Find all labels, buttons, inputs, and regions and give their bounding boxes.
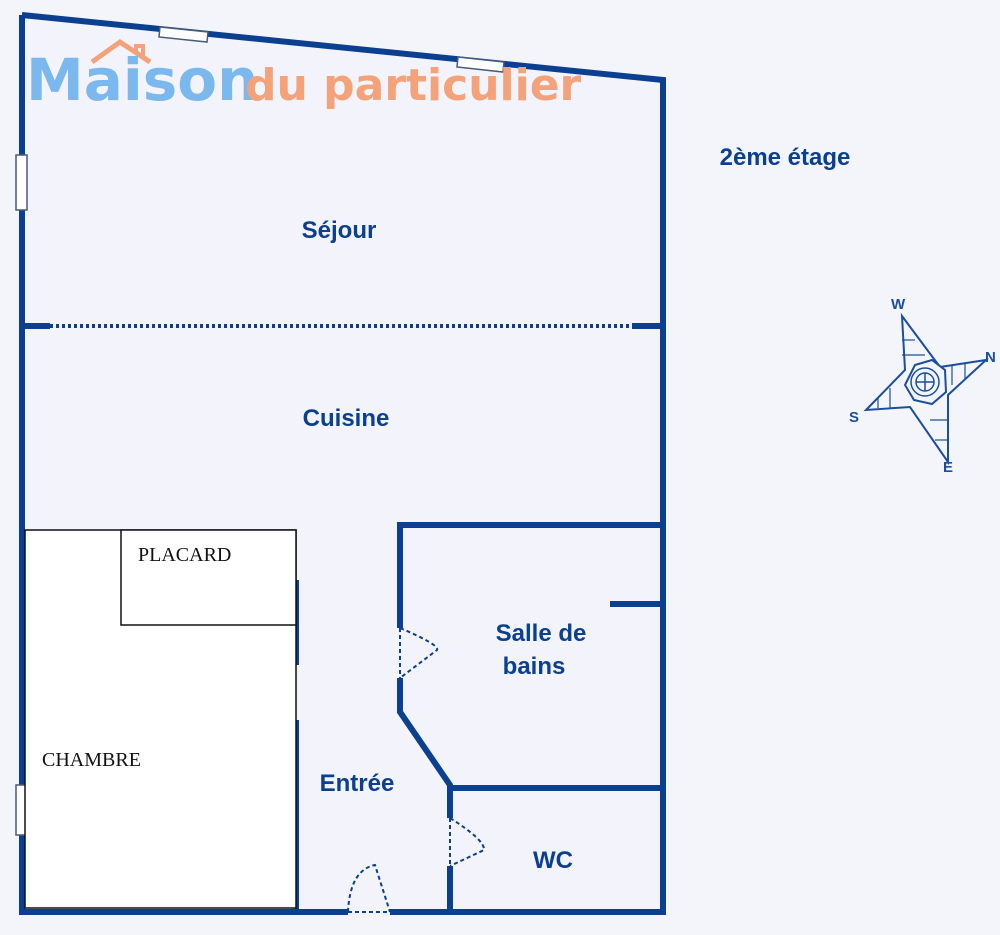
bathroom-diagonal-wall [397, 678, 453, 818]
room-label-wc: WC [533, 847, 573, 874]
compass-n: N [985, 349, 996, 366]
compass-icon [863, 312, 990, 466]
room-label-entree: Entrée [320, 770, 395, 797]
bathroom-wall [397, 522, 663, 628]
logo-du-particulier: du particulier [245, 60, 582, 111]
logo: Maison du particulier [26, 38, 582, 114]
window [456, 56, 505, 73]
placard-room [120, 529, 297, 626]
room-label-salle-de-bains-1: Salle de [496, 620, 587, 647]
compass-hatching [877, 339, 966, 441]
logo-maison: Maison [26, 46, 258, 114]
compass-s: S [849, 409, 859, 426]
logo-house-icon [90, 38, 152, 65]
doors [347, 627, 485, 913]
logo-chimney-icon [134, 44, 145, 56]
bathroom-door [399, 627, 439, 679]
room-label-chambre: CHAMBRE [42, 749, 141, 771]
entrance-door [347, 863, 391, 913]
room-label-sejour: Séjour [302, 217, 377, 244]
window [15, 154, 28, 211]
room-label-placard: PLACARD [138, 544, 231, 566]
room-label-cuisine: Cuisine [303, 405, 390, 432]
windows [15, 26, 505, 836]
compass-labels: W N S E [849, 296, 996, 476]
window [158, 26, 209, 43]
compass-w: W [891, 296, 906, 313]
floor-label: 2ème étage [720, 144, 851, 171]
room-label-salle-de-bains-2: bains [503, 653, 566, 680]
wc-door [449, 817, 485, 867]
compass-e: E [943, 459, 953, 476]
